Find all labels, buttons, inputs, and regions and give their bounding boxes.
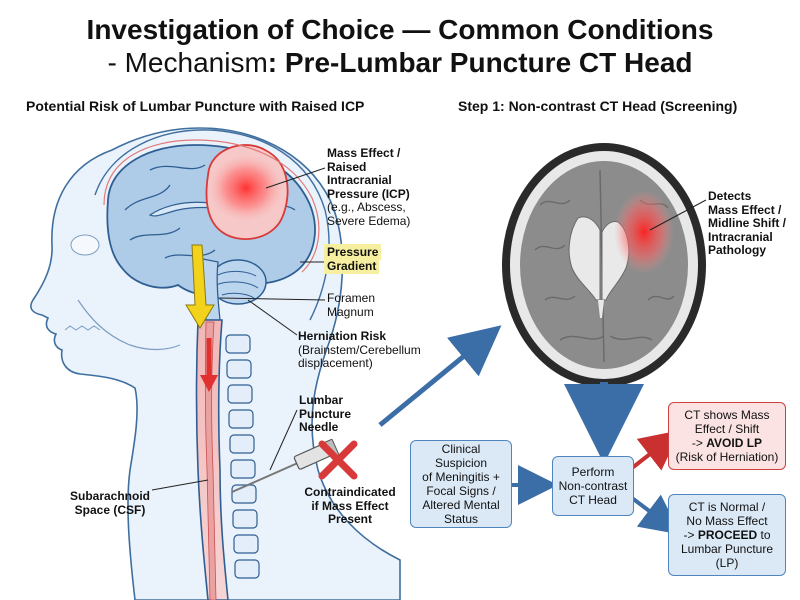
contra-line3: Present [327,512,373,526]
subarachnoid-label: Subarachnoid Space (CSF) [70,489,151,517]
normal-line5: (LP) [715,556,739,570]
right-heading: Step 1: Non-contrast CT Head (Screening) [458,98,738,114]
normal-line4: Lumbar Puncture [680,542,774,556]
detects-leader [649,199,707,231]
perform-line2: Non-contrast [558,479,628,493]
title-line-2: - Mechanism: Pre-Lumbar Puncture CT Head [0,47,800,79]
ct-lesion [614,190,674,274]
subarachnoid-line2: Space (CSF) [74,502,146,517]
detects-line4: Intracranial [708,229,773,244]
foramen-line2: Magnum [327,304,374,319]
left-heading: Potential Risk of Lumbar Puncture with R… [26,98,365,114]
brain-gyri [124,164,296,259]
perform-to-normal-arrow [630,494,681,535]
teeth [64,325,101,331]
normal-line1: CT is Normal / [688,500,766,514]
normal-line2: No Mass Effect [686,514,768,528]
contra-line1: Contraindicated [304,485,396,499]
clinical-line4: Altered Mental [422,498,500,512]
clinical-line1: Clinical Suspicion [434,442,488,470]
herniation-red-arrowhead [200,375,218,392]
mass-glow [208,154,284,222]
detects-line2: Mass Effect / [708,202,782,217]
herniation-line1: Herniation Risk [298,329,387,343]
meninges-line [103,139,320,273]
pressure-line2: Gradient [324,257,380,274]
foramen-magnum-label: Foramen Magnum [327,291,376,319]
perform-to-abnormal-arrow [630,430,681,471]
mass-effect-line3: Intracranial [327,173,392,187]
perform-ct-box: Perform Non-contrast CT Head [552,456,634,516]
detects-line3: Midline Shift / [708,216,786,230]
detects-line1: Detects [708,189,752,203]
perform-line3: CT Head [569,493,617,507]
pressure-gradient-label: Pressure Gradient [324,244,382,274]
clinical-line3: Focal Signs / [426,484,496,498]
needle-line3: Needle [299,420,339,434]
abnormal-line4: (Risk of Herniation) [675,450,779,464]
ct-scan [502,143,706,387]
vertebrae [225,334,260,579]
abnormal-line1: CT shows Mass [684,408,770,422]
abnormal-line2: Effect / Shift [694,422,760,436]
title-prefix: - Mechanism [107,47,268,78]
needle-label: Lumbar Puncture Needle [299,393,352,435]
foramen-line1: Foramen [327,291,376,305]
spinal-cord [204,321,217,600]
mass-effect-line6: Severe Edema) [327,213,411,228]
mass-effect-label: Mass Effect / Raised Intracranial Pressu… [327,146,411,228]
herniation-risk-label: Herniation Risk (Brainstem/Cerebellum di… [298,329,421,371]
title-line-1: Investigation of Choice — Common Conditi… [86,14,714,45]
herniation-line3: displacement) [298,356,373,370]
jaw-bone [77,299,181,351]
detects-line5: Pathology [708,243,767,257]
contra-line2: if Mass Effect [311,498,389,513]
pressure-gradient-arrow [185,244,215,329]
eye-socket [70,234,100,256]
needle-line1: Lumbar [299,393,344,407]
detects-label: Detects Mass Effect / Midline Shift / In… [708,189,786,258]
mass-effect-line4: Pressure (ICP) [327,186,410,201]
normal-line3-suffix: to [757,528,771,542]
title-main: : Pre-Lumbar Puncture CT Head [267,47,693,78]
cerebellum-folia [215,270,259,299]
mass-effect-line5: (e.g., Abscess, [327,200,406,214]
needle-line2: Puncture [299,406,352,421]
normal-line3-prefix: -> [683,528,698,542]
perform-line1: Perform [571,465,615,479]
ct-third-ventricle [598,300,604,318]
clinical-line5: Status [443,512,479,526]
subarachnoid-line1: Subarachnoid [70,489,151,503]
herniation-line2: (Brainstem/Cerebellum [298,342,421,357]
clinical-suspicion-box: Clinical Suspicion of Meningitis + Focal… [410,440,512,528]
to-ct-arrow [378,325,502,427]
mass-effect-line2: Raised [327,159,367,174]
mass-effect-line1: Mass Effect / [327,146,401,160]
abnormal-line3-prefix: -> [691,436,707,450]
head-illustration [30,127,401,600]
avoid-lp-text: AVOID LP [706,436,763,450]
left-leader-lines [151,167,326,491]
clinical-line2: of Meningitis + [422,470,500,484]
proceed-text: PROCEED [697,528,758,542]
pressure-line1: Pressure [324,244,382,260]
ct-abnormal-box: CT shows Mass Effect / Shift -> AVOID LP… [668,402,786,470]
contraindicated-x [318,440,358,480]
contraindicated-label: Contraindicated if Mass Effect Present [290,485,410,527]
ct-normal-box: CT is Normal / No Mass Effect -> PROCEED… [668,494,786,576]
